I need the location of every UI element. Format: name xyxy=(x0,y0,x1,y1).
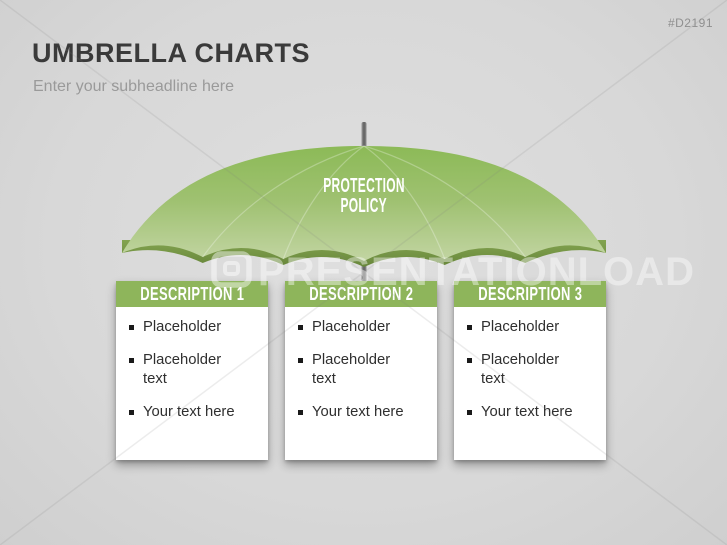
card-body: Placeholder Placeholder text Your text h… xyxy=(285,307,437,436)
list-item: Your text here xyxy=(466,403,596,422)
umbrella-rib xyxy=(202,145,365,258)
bullet-text: Placeholder text xyxy=(143,352,222,387)
card-description-3: DESCRIPTION 3 Placeholder Placeholder te… xyxy=(454,281,606,460)
bullet-list: Placeholder Placeholder text Your text h… xyxy=(297,318,427,422)
umbrella-rib xyxy=(363,145,446,260)
bullet-square-icon xyxy=(467,325,472,330)
umbrella-label-line1: PROTECTION xyxy=(323,175,405,197)
card-header: DESCRIPTION 1 xyxy=(116,281,268,307)
page-title: UMBRELLA CHARTS xyxy=(32,38,310,68)
list-item: Placeholder text xyxy=(466,351,596,389)
bullet-square-icon xyxy=(298,325,303,330)
list-item: Your text here xyxy=(297,403,427,422)
card-header: DESCRIPTION 2 xyxy=(285,281,437,307)
umbrella-canopy xyxy=(122,146,606,261)
bullet-text: Your text here xyxy=(143,404,235,420)
list-item: Placeholder xyxy=(297,318,427,337)
card-header: DESCRIPTION 3 xyxy=(454,281,606,307)
card-description-2: DESCRIPTION 2 Placeholder Placeholder te… xyxy=(285,281,437,460)
list-item: Placeholder text xyxy=(128,351,258,389)
bullet-text: Placeholder xyxy=(312,319,391,335)
bullet-square-icon xyxy=(129,325,134,330)
bullet-text: Placeholder xyxy=(481,319,560,335)
list-item: Placeholder xyxy=(128,318,258,337)
bullet-square-icon xyxy=(298,358,303,363)
umbrella-rib xyxy=(282,145,365,260)
card-body: Placeholder Placeholder text Your text h… xyxy=(116,307,268,436)
card-header-label: DESCRIPTION 2 xyxy=(308,283,414,304)
cards-row: DESCRIPTION 1 Placeholder Placeholder te… xyxy=(116,281,606,460)
bullet-list: Placeholder Placeholder text Your text h… xyxy=(466,318,596,422)
bullet-text: Placeholder text xyxy=(481,352,560,387)
bullet-text: Your text here xyxy=(312,404,404,420)
list-item: Placeholder text xyxy=(297,351,427,389)
bullet-text: Placeholder xyxy=(143,319,222,335)
umbrella-label: PROTECTION POLICY xyxy=(284,176,444,216)
bullet-square-icon xyxy=(129,358,134,363)
list-item: Your text here xyxy=(128,403,258,422)
bullet-square-icon xyxy=(467,358,472,363)
card-body: Placeholder Placeholder text Your text h… xyxy=(454,307,606,436)
card-header-label: DESCRIPTION 1 xyxy=(139,283,245,304)
bullet-text: Placeholder text xyxy=(312,352,391,387)
card-description-1: DESCRIPTION 1 Placeholder Placeholder te… xyxy=(116,281,268,460)
page-subheadline: Enter your subheadline here xyxy=(33,78,235,95)
bullet-square-icon xyxy=(129,410,134,415)
bullet-list: Placeholder Placeholder text Your text h… xyxy=(128,318,258,422)
bullet-square-icon xyxy=(298,410,303,415)
product-code: #D2191 xyxy=(667,16,713,30)
umbrella-rib xyxy=(363,145,526,258)
umbrella-ribs xyxy=(202,145,526,260)
card-header-label: DESCRIPTION 3 xyxy=(477,283,583,304)
list-item: Placeholder xyxy=(466,318,596,337)
bullet-text: Your text here xyxy=(481,404,573,420)
bullet-square-icon xyxy=(467,410,472,415)
umbrella-label-line2: POLICY xyxy=(340,195,388,217)
